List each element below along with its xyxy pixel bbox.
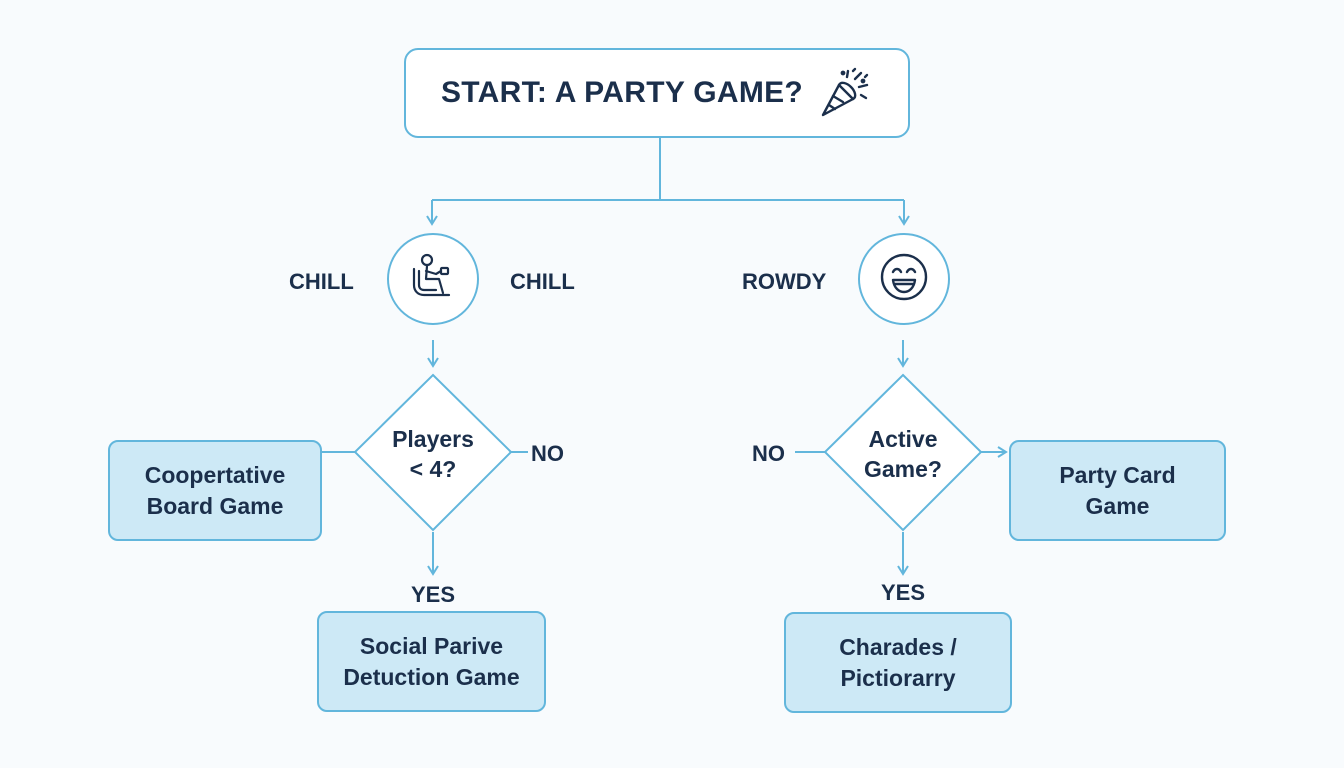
start-title: START: A PARTY GAME? xyxy=(440,76,804,109)
rowdy-label: ROWDY xyxy=(742,269,827,294)
charades-pictionary-box: Charades / Pictiorarry xyxy=(784,612,1012,713)
players-decision-diamond xyxy=(353,373,513,532)
chill-circle xyxy=(387,233,479,325)
active-no-label: NO xyxy=(752,441,785,466)
relaxing-person-icon xyxy=(405,249,461,310)
chill-label-left: CHILL xyxy=(289,269,354,294)
party-popper-icon xyxy=(817,65,873,121)
players-no-label: NO xyxy=(531,441,564,466)
active-decision-diamond xyxy=(823,373,983,532)
start-box: START: A PARTY GAME? xyxy=(404,48,910,138)
laughing-face-icon xyxy=(876,249,932,310)
active-decision-text: Active Game? xyxy=(864,426,942,482)
active-yes-label: YES xyxy=(881,580,926,605)
players-yes-label: YES xyxy=(411,582,456,607)
cooperative-board-game-box: Coopertative Board Game xyxy=(108,440,322,541)
players-decision-text: Players < 4? xyxy=(392,426,474,482)
social-deduction-game-box: Social Parive Detuction Game xyxy=(317,611,546,712)
rowdy-circle xyxy=(858,233,950,325)
party-card-game-box: Party Card Game xyxy=(1009,440,1226,541)
chill-label-right: CHILL xyxy=(510,269,575,294)
